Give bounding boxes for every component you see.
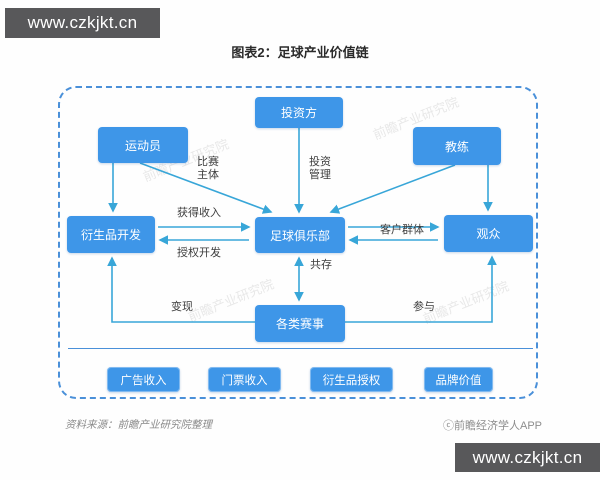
- node-ticket-revenue: 门票收入: [208, 367, 281, 392]
- edge-label-coexist: 共存: [310, 259, 332, 271]
- revenue-separator-line: [68, 348, 533, 349]
- edge-label-gain-income: 获得收入: [177, 207, 221, 219]
- edge-label-participate: 参与: [413, 301, 435, 313]
- site-url-top: www.czkjkt.cn: [27, 13, 138, 32]
- node-events: 各类赛事: [255, 305, 345, 342]
- node-coach: 教练: [413, 127, 501, 165]
- edge-label-invest-manage: 投资管理: [309, 156, 331, 181]
- node-derivative-development: 衍生品开发: [67, 216, 155, 253]
- node-investor: 投资方: [255, 97, 343, 128]
- edge-label-customer-group: 客户群体: [380, 224, 424, 236]
- node-ad-revenue: 广告收入: [107, 367, 180, 392]
- node-athlete: 运动员: [98, 127, 188, 163]
- source-note: 资料来源：前瞻产业研究院整理: [65, 419, 212, 431]
- diagram-frame: [58, 86, 538, 399]
- node-audience: 观众: [444, 215, 533, 252]
- credit-note: ⓒ前瞻经济学人APP: [443, 420, 543, 432]
- node-derivative-license: 衍生品授权: [310, 367, 393, 392]
- chart-title: 图表2：足球产业价值链: [231, 45, 369, 60]
- node-brand-value: 品牌价值: [424, 367, 493, 392]
- node-football-club: 足球俱乐部: [255, 217, 345, 253]
- site-url-bottom: www.czkjkt.cn: [472, 447, 583, 467]
- site-banner-bottom: www.czkjkt.cn: [455, 443, 600, 472]
- edge-label-monetize: 变现: [171, 301, 193, 313]
- edge-label-match-subject: 比赛主体: [197, 156, 219, 181]
- site-banner-top: www.czkjkt.cn: [5, 8, 160, 38]
- edge-label-license-dev: 授权开发: [177, 247, 221, 259]
